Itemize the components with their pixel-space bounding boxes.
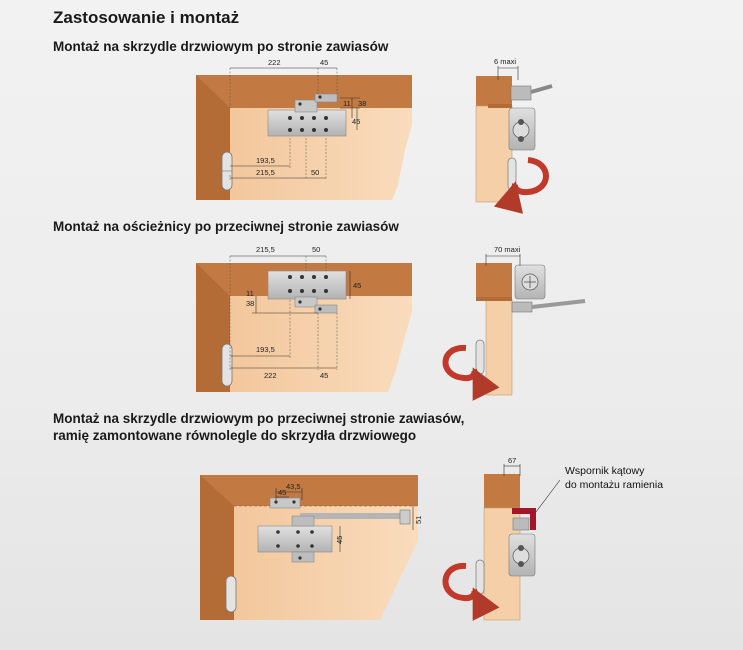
section-1-title: Montaż na skrzydle drzwiowym po stronie …: [53, 39, 389, 54]
section-2-title: Montaż na ościeżnicy po przeciwnej stron…: [53, 219, 399, 234]
dim-38: 38: [246, 299, 254, 308]
dim-193-5: 193,5: [256, 156, 275, 165]
dim-45: 45: [278, 488, 286, 497]
hinge-icon: [225, 575, 237, 613]
callout-line-1: Wspornik kątowy: [565, 465, 645, 477]
dim-11: 11: [343, 99, 351, 108]
dim-45-vertical: 45: [335, 536, 344, 544]
dim-51: 51: [414, 516, 423, 524]
dim-70-maxi: 70 maxi: [494, 245, 521, 254]
rotation-arrow-icon: [493, 157, 549, 214]
section-2-side-view: [442, 254, 586, 401]
section-3-title: Montaż na skrzydle drzwiowym po przeciwn…: [53, 411, 465, 443]
door-frame: [196, 75, 412, 200]
rotation-arrow-icon: [442, 344, 500, 401]
door-closer-body: [267, 270, 347, 300]
page-title: Zastosowanie i montaż: [53, 8, 240, 27]
dim-43-5: 43,5: [286, 482, 301, 491]
dim-215-5: 215,5: [256, 245, 275, 254]
dim-50: 50: [312, 245, 320, 254]
section-2-front-view: [196, 255, 412, 392]
angle-bracket-icon: [512, 508, 536, 530]
callout-leader: [535, 479, 561, 513]
dim-193-5: 193,5: [256, 345, 275, 354]
hinge-icon: [221, 343, 233, 387]
dim-222: 222: [264, 371, 277, 380]
dim-50: 50: [311, 168, 319, 177]
dim-45-vertical: 45: [352, 117, 360, 126]
door-closer-body: [267, 109, 347, 137]
door-closer-body: [257, 525, 333, 553]
section-3-side-view: [442, 464, 561, 621]
dim-222: 222: [268, 58, 281, 67]
section-1-side-view: [475, 66, 553, 214]
section-3-front-view: [200, 475, 418, 620]
rotation-arrow-icon: [442, 562, 500, 621]
dim-215-5: 215,5: [256, 168, 275, 177]
dim-11: 11: [246, 289, 254, 298]
dim-38: 38: [358, 99, 366, 108]
dim-6-maxi: 6 maxi: [494, 57, 516, 66]
dim-45: 45: [320, 371, 328, 380]
dim-45-vertical: 45: [353, 281, 361, 290]
dim-67: 67: [508, 456, 516, 465]
callout-line-2: do montażu ramienia: [565, 479, 663, 491]
dim-45: 45: [320, 58, 328, 67]
section-1-front-view: [196, 67, 412, 200]
